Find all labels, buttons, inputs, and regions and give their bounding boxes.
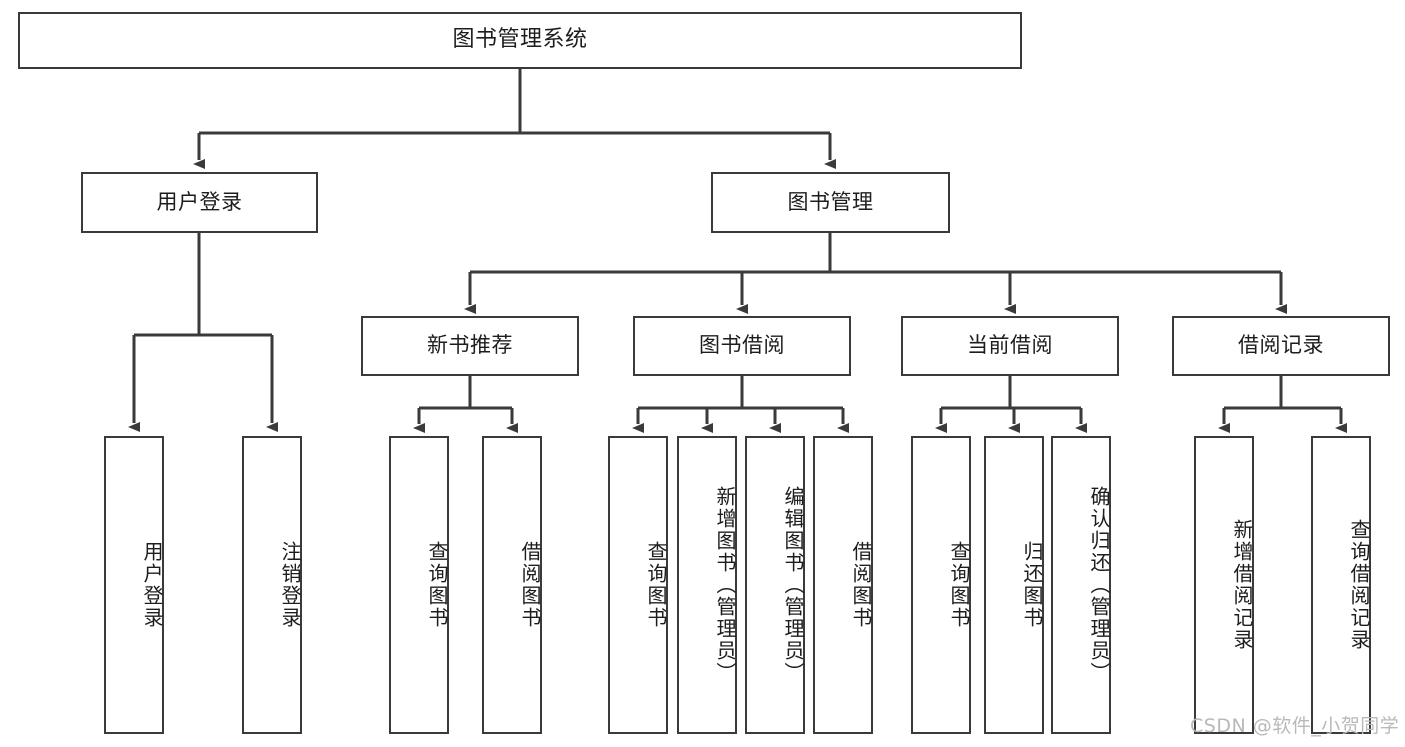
node-label: 确认归还（管理员） — [1087, 486, 1111, 684]
leaf-bb-edit-book-admin[interactable]: 编辑图书（管理员） — [745, 436, 805, 734]
leaf-bb-borrow-book[interactable]: 借阅图书 — [813, 436, 873, 734]
leaf-logout[interactable]: 注销登录 — [242, 436, 302, 734]
leaf-bb-query-book[interactable]: 查询图书 — [608, 436, 668, 734]
node-label: 图书管理系统 — [452, 27, 588, 53]
node-label: 借阅图书 — [849, 541, 873, 629]
node-label: 图书借阅 — [699, 333, 785, 358]
leaf-nb-borrow-book[interactable]: 借阅图书 — [482, 436, 542, 734]
node-label: 用户登录 — [140, 541, 164, 629]
leaf-bb-add-book-admin[interactable]: 新增图书（管理员） — [677, 436, 737, 734]
leaf-br-add-record[interactable]: 新增借阅记录 — [1194, 436, 1254, 734]
node-book-management[interactable]: 图书管理 — [711, 172, 950, 233]
leaf-br-query-record[interactable]: 查询借阅记录 — [1311, 436, 1371, 734]
node-label: 新增图书（管理员） — [713, 486, 737, 684]
csdn-watermark: CSDN @软件_小贺同学 — [1190, 715, 1400, 737]
leaf-cb-query-book[interactable]: 查询图书 — [911, 436, 971, 734]
node-label: 当前借阅 — [967, 333, 1053, 358]
leaf-cb-return-book[interactable]: 归还图书 — [984, 436, 1044, 734]
leaf-user-login[interactable]: 用户登录 — [104, 436, 164, 734]
leaf-cb-confirm-return-admin[interactable]: 确认归还（管理员） — [1051, 436, 1111, 734]
node-label: 图书管理 — [787, 189, 874, 214]
node-book-borrow[interactable]: 图书借阅 — [633, 316, 851, 376]
node-label: 查询图书 — [425, 541, 449, 629]
node-current-borrow[interactable]: 当前借阅 — [901, 316, 1119, 376]
node-root-book-management-system[interactable]: 图书管理系统 — [18, 12, 1022, 69]
node-label: 借阅记录 — [1238, 333, 1324, 358]
node-label: 新书推荐 — [427, 333, 513, 358]
node-label: 用户登录 — [156, 189, 243, 214]
node-new-book-recommend[interactable]: 新书推荐 — [361, 316, 579, 376]
node-label: 查询借阅记录 — [1347, 519, 1371, 651]
node-user-login[interactable]: 用户登录 — [81, 172, 318, 233]
node-label: 注销登录 — [278, 541, 302, 629]
leaf-nb-query-book[interactable]: 查询图书 — [389, 436, 449, 734]
node-label: 归还图书 — [1020, 541, 1044, 629]
node-label: 借阅图书 — [518, 541, 542, 629]
node-label: 查询图书 — [644, 541, 668, 629]
node-label: 编辑图书（管理员） — [781, 486, 805, 684]
node-label: 新增借阅记录 — [1230, 519, 1254, 651]
node-label: 查询图书 — [947, 541, 971, 629]
node-borrow-record[interactable]: 借阅记录 — [1172, 316, 1390, 376]
